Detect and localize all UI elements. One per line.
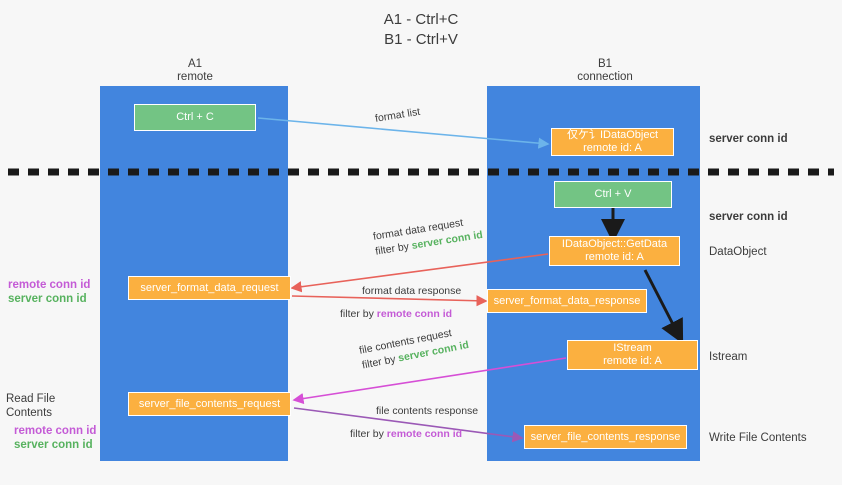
node-server-file-contents-request[interactable]: server_file_contents_request: [128, 392, 291, 416]
node-ctrl-v-label: Ctrl + V: [594, 188, 632, 200]
lane-a1-name: A1: [187, 58, 203, 70]
left-annotation-read-file-server: server conn id: [14, 439, 93, 451]
node-server-format-data-request-label: server_format_data_request: [140, 281, 279, 294]
right-label-istream: Istream: [709, 351, 748, 363]
edge-label-file-contents-response-filter: filter by remote conn id: [350, 428, 463, 440]
right-label-server-conn-id-mid: server conn id: [709, 211, 788, 223]
edge-label-format-data-response-filter: filter by remote conn id: [340, 308, 453, 320]
node-server-file-contents-response[interactable]: server_file_contents_response: [524, 425, 687, 449]
lane-header-a1: A1 remote: [130, 58, 260, 84]
node-getdata[interactable]: IDataObject::GetData remote id: A: [549, 236, 680, 266]
edge-label-file-contents-response-line1: file contents response: [376, 405, 479, 417]
left-annotation-read-file-title: Read File Contents: [6, 393, 56, 419]
node-getdata-line2: remote id: A: [585, 251, 644, 263]
node-getdata-line1: IDataObject::GetData: [561, 238, 668, 250]
edge-label-file-contents-request: file contents request filter by server c…: [358, 323, 470, 373]
title-line-1: A1 - Ctrl+C: [383, 11, 459, 28]
node-idataobject-top-line1: 仅ケ讠IDataObject: [566, 129, 659, 141]
edge-label-file-contents-response: file contents response filter by remote …: [350, 404, 479, 442]
node-server-file-contents-response-label: server_file_contents_response: [530, 430, 681, 443]
node-ctrl-c[interactable]: Ctrl + C: [134, 104, 256, 131]
node-idataobject-top[interactable]: 仅ケ讠IDataObject remote id: A: [551, 128, 674, 156]
left-annotation-read-file-remote: remote conn id: [14, 425, 97, 437]
lane-b1-role: connection: [577, 71, 633, 83]
node-server-file-contents-request-label: server_file_contents_request: [138, 397, 281, 410]
edge-label-format-data-response: format data response filter by remote co…: [340, 284, 462, 322]
left-annotation-format-remote: remote conn id: [8, 279, 91, 291]
left-annotation-format: remote conn id server conn id: [8, 278, 100, 306]
edge-label-format-data-response-line1: format data response: [362, 285, 462, 297]
filter-key-remote-conn-id-2: remote conn id: [386, 428, 463, 440]
node-istream-line2: remote id: A: [603, 355, 662, 367]
right-label-dataobject: DataObject: [709, 246, 767, 258]
left-annotation-format-server: server conn id: [8, 293, 87, 305]
node-ctrl-c-label: Ctrl + C: [176, 111, 214, 123]
node-server-format-data-response-label: server_format_data_response: [493, 294, 641, 307]
left-annotation-read-file: Read File Contents remote conn id server…: [6, 392, 102, 452]
lane-header-b1: B1 connection: [540, 58, 670, 84]
node-ctrl-v[interactable]: Ctrl + V: [554, 181, 672, 208]
edge-label-format-data-request: format data request filter by server con…: [372, 213, 484, 260]
diagram-title: A1 - Ctrl+C B1 - Ctrl+V: [0, 10, 842, 50]
node-istream[interactable]: IStream remote id: A: [567, 340, 698, 370]
lane-a1-role: remote: [177, 71, 213, 83]
right-label-write-file-contents: Write File Contents: [709, 432, 807, 444]
node-server-format-data-request[interactable]: server_format_data_request: [128, 276, 291, 300]
filter-key-remote-conn-id: remote conn id: [376, 308, 453, 320]
node-server-format-data-response[interactable]: server_format_data_response: [487, 289, 647, 313]
title-line-2: B1 - Ctrl+V: [384, 31, 458, 48]
lane-b1-name: B1: [597, 58, 613, 70]
node-istream-line1: IStream: [613, 342, 652, 354]
edge-label-format-list: format list: [374, 105, 421, 125]
right-label-server-conn-id-top: server conn id: [709, 133, 788, 145]
node-idataobject-top-line2: remote id: A: [583, 142, 642, 154]
